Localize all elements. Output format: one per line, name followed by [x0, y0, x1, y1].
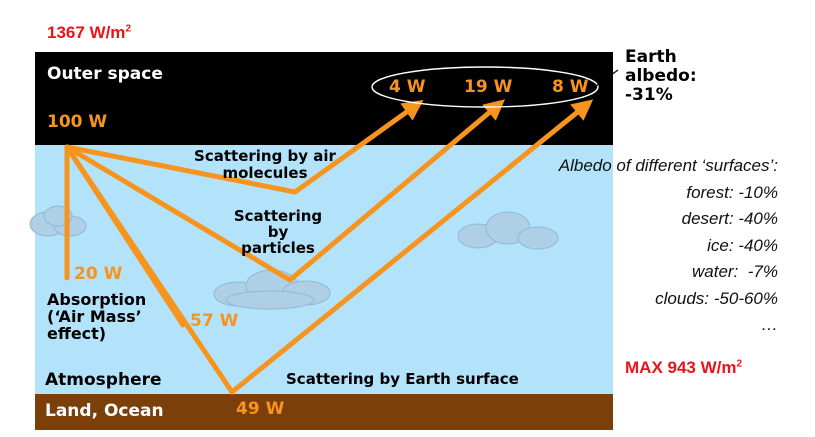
albedo-item-ice: ice: -40% — [707, 235, 778, 255]
air-scatter-line-1: Scattering by air — [194, 147, 336, 165]
ground-label: Land, Ocean — [45, 401, 164, 421]
solar-constant: 1367 W/m2 — [47, 23, 131, 43]
absorbed-value: 20 W — [74, 264, 123, 284]
ground-band — [35, 394, 613, 430]
albedo-list-title: Albedo of different ‘surfaces’: — [558, 156, 778, 175]
atmosphere-label: Atmosphere — [45, 370, 162, 390]
particle-scatter-line-2: by — [267, 223, 289, 241]
absorption-line-2: (‘Air Mass’ — [47, 307, 142, 326]
earth-albedo-line-2: albedo: — [625, 66, 697, 86]
albedo-connector — [595, 69, 619, 87]
diffuse-path — [64, 144, 186, 328]
cloud-icon — [457, 211, 559, 250]
max-irradiance-value: MAX 943 W/m — [625, 358, 737, 377]
albedo-ellipse — [371, 66, 599, 108]
outer-space-label: Outer space — [47, 64, 163, 84]
solar-constant-value: 1367 W/m — [47, 23, 126, 42]
solar-constant-exp: 2 — [125, 23, 131, 35]
albedo-item-clouds: clouds: -50-60% — [655, 288, 778, 308]
reflected-surface-value: 8 W — [552, 77, 589, 97]
absorption-line-3: effect) — [47, 324, 107, 343]
albedo-item-desert: desert: -40% — [681, 209, 778, 228]
max-irradiance: MAX 943 W/m2 — [625, 358, 742, 378]
diffuse-value: 57 W — [190, 311, 239, 331]
particle-scatter-line-1: Scattering — [233, 207, 323, 225]
direct-surface-value: 49 W — [236, 399, 285, 419]
particle-scatter-path — [64, 99, 506, 283]
surface-scatter-label: Scattering by Earth surface — [286, 370, 519, 388]
reflected-air-value: 4 W — [389, 77, 426, 97]
earth-albedo-label: Earth albedo: -31% — [625, 48, 697, 105]
particle-scatter-line-3: particles — [241, 239, 315, 257]
albedo-item-forest: forest: -10% — [686, 182, 778, 202]
particle-scatter-label: Scattering by particles — [222, 208, 334, 256]
absorption-line-1: Absorption — [47, 290, 147, 309]
absorption-label: Absorption (‘Air Mass’ effect) — [47, 291, 146, 342]
albedo-item-water: water: -7% — [692, 262, 778, 281]
air-scatter-label: Scattering by air molecules — [184, 148, 346, 182]
incoming-value: 100 W — [47, 112, 108, 132]
max-irradiance-exp: 2 — [736, 358, 743, 370]
albedo-item-more: … — [761, 315, 778, 334]
air-scatter-line-2: molecules — [222, 164, 308, 182]
earth-albedo-line-1: Earth — [625, 47, 677, 67]
albedo-list: Albedo of different ‘surfaces’: forest: … — [530, 153, 778, 339]
air-scatter-path — [64, 99, 424, 195]
reflected-particles-value: 19 W — [464, 77, 513, 97]
earth-albedo-value: -31% — [625, 85, 673, 105]
